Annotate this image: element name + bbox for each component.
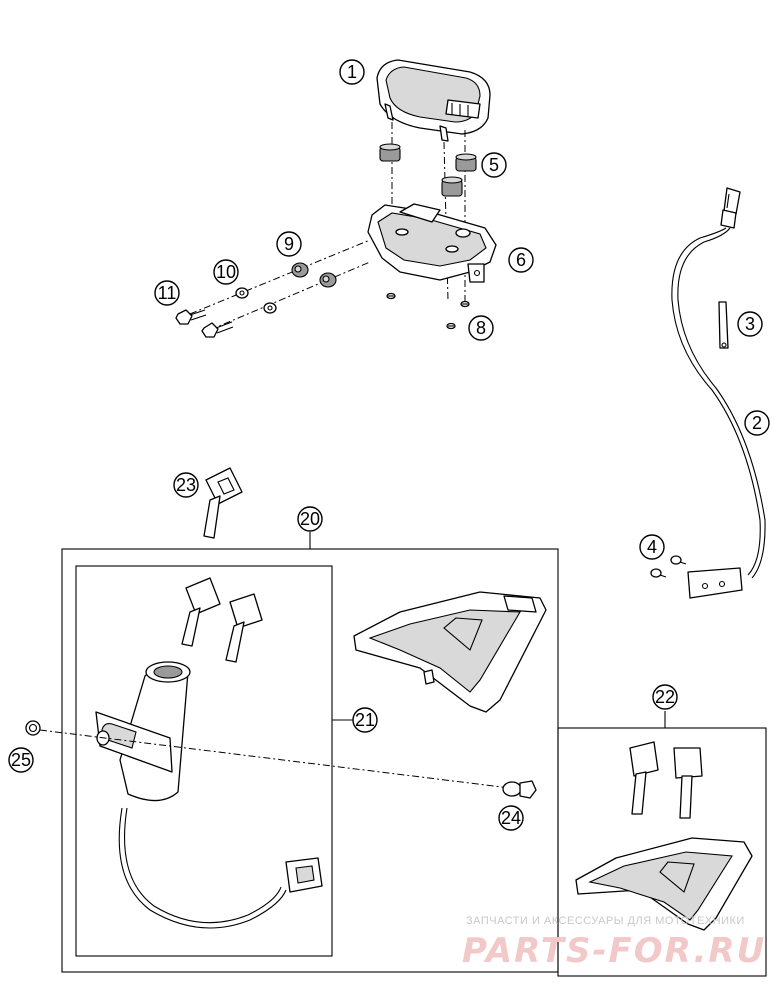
connector-plug <box>720 187 741 229</box>
screw <box>650 568 667 578</box>
screw <box>446 322 456 330</box>
svg-text:22: 22 <box>655 687 675 707</box>
callout-25: 25 <box>8 747 34 773</box>
ignition-cable <box>118 807 287 929</box>
rubber-grommet <box>455 153 477 172</box>
ignition-cable <box>124 807 282 924</box>
washer <box>235 287 249 299</box>
svg-text:23: 23 <box>176 475 196 495</box>
callout-2: 2 <box>744 410 770 436</box>
callout-22: 22 <box>652 684 678 710</box>
callout-5: 5 <box>481 152 507 178</box>
axis-line <box>189 239 371 315</box>
svg-text:8: 8 <box>476 318 486 338</box>
ignition-lock <box>95 661 191 802</box>
callout-23: 23 <box>173 472 199 498</box>
screw <box>386 292 396 300</box>
callout-10: 10 <box>213 259 239 285</box>
rubber-grommet <box>441 176 463 197</box>
rubber-grommet <box>379 143 401 162</box>
svg-text:24: 24 <box>501 808 521 828</box>
callout-11: 11 <box>154 280 180 306</box>
ignition-lock-frame <box>75 565 333 957</box>
callout-9: 9 <box>276 231 302 257</box>
key <box>673 747 703 819</box>
svg-text:4: 4 <box>647 537 657 557</box>
sensor <box>687 567 743 599</box>
watermark-brand: PARTS-FOR.RU <box>462 931 766 971</box>
callout-3: 3 <box>737 311 763 337</box>
svg-text:10: 10 <box>216 262 236 282</box>
svg-text:25: 25 <box>11 750 31 770</box>
sensor-cable <box>671 227 761 576</box>
lock-nut <box>502 780 537 799</box>
svg-text:1: 1 <box>347 62 357 82</box>
callout-20: 20 <box>297 506 323 532</box>
connector-plug <box>285 857 323 893</box>
bolt <box>201 321 234 338</box>
rubber-damper <box>319 272 337 288</box>
axis-line <box>209 261 371 331</box>
cable-tie <box>718 301 729 349</box>
svg-text:6: 6 <box>516 250 526 270</box>
key <box>181 577 221 647</box>
svg-text:11: 11 <box>158 283 177 303</box>
key <box>203 467 243 539</box>
instrument-cluster <box>376 59 491 142</box>
svg-text:9: 9 <box>284 234 294 254</box>
instrument-bracket <box>367 203 497 283</box>
callout-24: 24 <box>498 805 524 831</box>
rubber-damper <box>291 262 309 278</box>
callout-6: 6 <box>508 247 534 273</box>
washer <box>263 302 277 314</box>
lock-cover <box>575 837 753 931</box>
key <box>629 741 659 815</box>
svg-text:3: 3 <box>745 314 755 334</box>
lock-cap <box>25 720 41 736</box>
callout-4: 4 <box>639 534 665 560</box>
svg-text:5: 5 <box>489 155 499 175</box>
bolt <box>175 309 207 325</box>
screw <box>460 300 470 308</box>
lock-cover <box>353 591 547 713</box>
screw <box>670 555 687 565</box>
key-set-frame <box>557 727 767 977</box>
callout-21: 21 <box>352 707 378 733</box>
callout-1: 1 <box>339 59 365 85</box>
svg-text:21: 21 <box>355 710 375 730</box>
svg-text:20: 20 <box>300 509 320 529</box>
key <box>225 593 263 663</box>
callout-8: 8 <box>468 315 494 341</box>
svg-text:2: 2 <box>752 413 762 433</box>
sensor-cable <box>677 227 766 579</box>
axis-line <box>39 729 511 789</box>
watermark-caption: ЗАПЧАСТИ И АКСЕССУАРЫ ДЛЯ МОТОТЕХНИКИ <box>466 915 745 927</box>
